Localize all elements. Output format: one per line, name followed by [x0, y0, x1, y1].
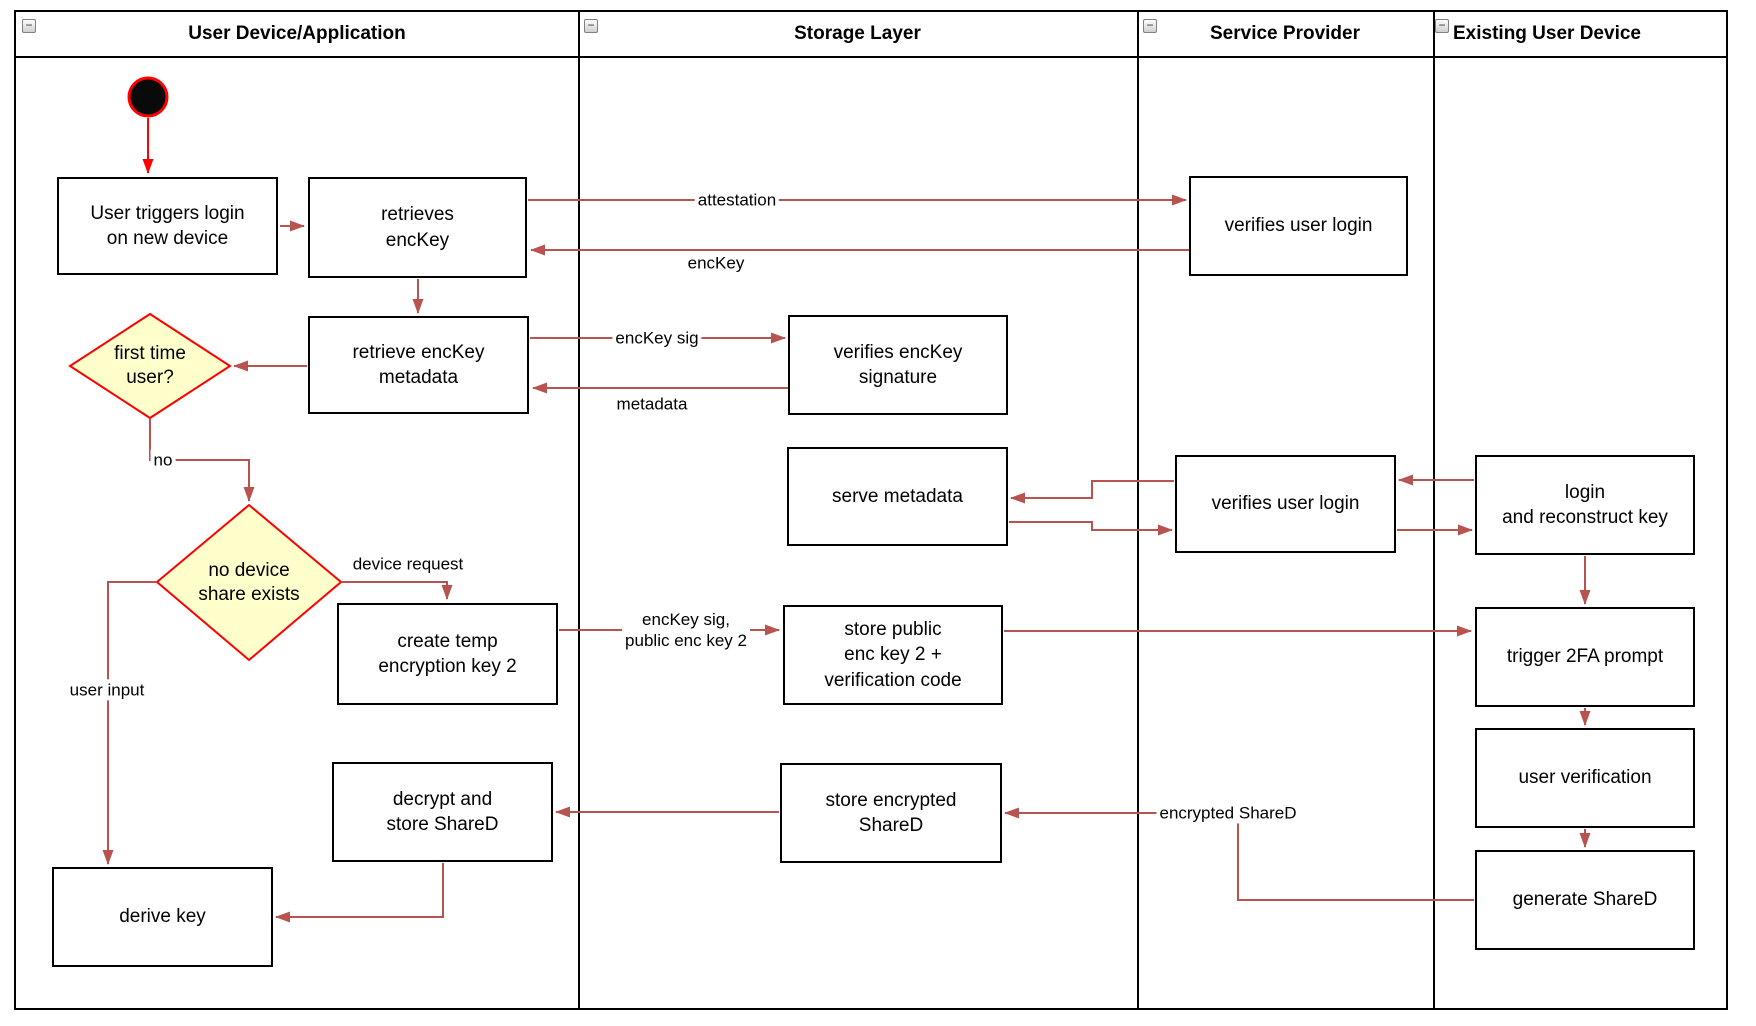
- edge-label-metadata: metadata: [616, 394, 688, 414]
- collapse-icon[interactable]: −: [1143, 19, 1157, 33]
- lane-divider: [578, 12, 580, 1008]
- lane-header-user-device: − User Device/Application: [16, 12, 578, 56]
- lane-divider: [1433, 12, 1435, 1008]
- node-decrypt-and-store-shared: decrypt and store ShareD: [332, 762, 553, 862]
- edge-label-encrypted-shared: encrypted ShareD: [1156, 802, 1300, 824]
- node-retrieves-enckey: retrieves encKey: [308, 177, 527, 278]
- edge-label-user-input: user input: [66, 679, 148, 701]
- node-verifies-enckey-signature: verifies encKey signature: [788, 315, 1008, 415]
- edge-label-device-request: device request: [352, 554, 464, 574]
- lane-header-storage-layer: − Storage Layer: [578, 12, 1137, 56]
- lane-title-user-device: User Device/Application: [188, 23, 406, 44]
- lane-title-storage-layer: Storage Layer: [794, 23, 921, 44]
- start-node: [127, 76, 169, 118]
- node-user-triggers-login: User triggers login on new device: [57, 177, 278, 275]
- edge-no-branch: [149, 419, 255, 502]
- node-verifies-user-login-1: verifies user login: [1189, 176, 1408, 276]
- node-login-and-reconstruct-key: login and reconstruct key: [1475, 455, 1695, 555]
- edge-verifies-login-to-serve-metadata: [1010, 480, 1174, 504]
- lane-header-service-provider: − Service Provider: [1137, 12, 1433, 56]
- node-store-public-enc-key: store public enc key 2 + verification co…: [783, 605, 1003, 705]
- collapse-icon[interactable]: −: [584, 19, 598, 33]
- node-create-temp-encryption-key: create temp encryption key 2: [337, 603, 558, 705]
- collapse-icon[interactable]: −: [1435, 19, 1449, 33]
- edge-generate-shared-to-store-encrypted: [1004, 807, 1474, 901]
- node-verifies-user-login-2: verifies user login: [1175, 455, 1396, 553]
- lane-title-existing-user-device: Existing User Device: [1453, 23, 1641, 44]
- node-generate-shared: generate ShareD: [1475, 850, 1695, 950]
- node-serve-metadata: serve metadata: [787, 447, 1008, 546]
- decision-no-device-share-shape: [155, 503, 343, 662]
- node-trigger-2fa-prompt: trigger 2FA prompt: [1475, 607, 1695, 707]
- lane-header-row: − User Device/Application − Storage Laye…: [16, 12, 1726, 58]
- edge-serve-metadata-to-verifies-login: [1009, 521, 1173, 536]
- edge-decrypt-to-derive-key: [275, 863, 444, 923]
- edge-label-enckey: encKey: [687, 253, 745, 273]
- edge-label-enckey-sig: encKey sig: [612, 327, 702, 349]
- node-derive-key: derive key: [52, 867, 273, 967]
- lane-divider: [1137, 12, 1139, 1008]
- decision-no-device-share-exists: no device share exists: [198, 559, 300, 605]
- edge-label-attestation: attestation: [694, 189, 780, 211]
- collapse-icon[interactable]: −: [22, 19, 36, 33]
- edge-label-enckey-sig-public: encKey sig, public enc key 2: [622, 608, 750, 652]
- decision-first-time-user: first time user?: [114, 343, 186, 388]
- lane-header-existing-user-device: − Existing User Device: [1433, 12, 1730, 56]
- edge-device-request: [342, 581, 453, 600]
- edge-label-no: no: [150, 449, 176, 471]
- edge-user-input: [102, 581, 156, 865]
- node-user-verification: user verification: [1475, 728, 1695, 828]
- lane-title-service-provider: Service Provider: [1210, 23, 1360, 44]
- node-retrieve-enckey-metadata: retrieve encKey metadata: [308, 316, 529, 414]
- decision-first-time-user-shape: [68, 312, 232, 420]
- pool-frame: − User Device/Application − Storage Laye…: [14, 10, 1728, 1010]
- node-store-encrypted-shared: store encrypted ShareD: [780, 763, 1002, 863]
